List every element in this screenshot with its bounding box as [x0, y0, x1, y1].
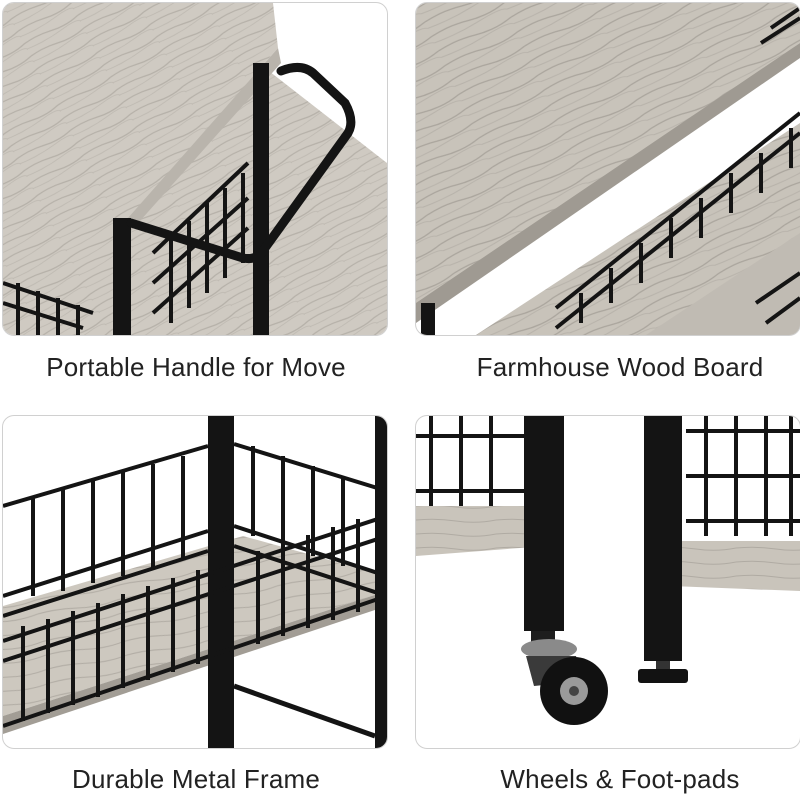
wheels-footpads-photo: [415, 415, 800, 749]
wheels-footpads-illustration: [416, 416, 800, 748]
caption-handle: Portable Handle for Move: [46, 352, 346, 382]
metal-frame-photo: [2, 415, 388, 749]
wood-board-illustration: [416, 3, 800, 335]
wood-board-photo: [415, 2, 800, 336]
caption-metal-frame: Durable Metal Frame: [72, 764, 320, 794]
caption-wood-board: Farmhouse Wood Board: [476, 352, 764, 382]
handle-photo: [2, 2, 388, 336]
caption-wheels-footpads: Wheels & Foot-pads: [500, 764, 740, 794]
metal-frame-illustration: [3, 416, 387, 748]
handle-illustration: [3, 3, 387, 335]
